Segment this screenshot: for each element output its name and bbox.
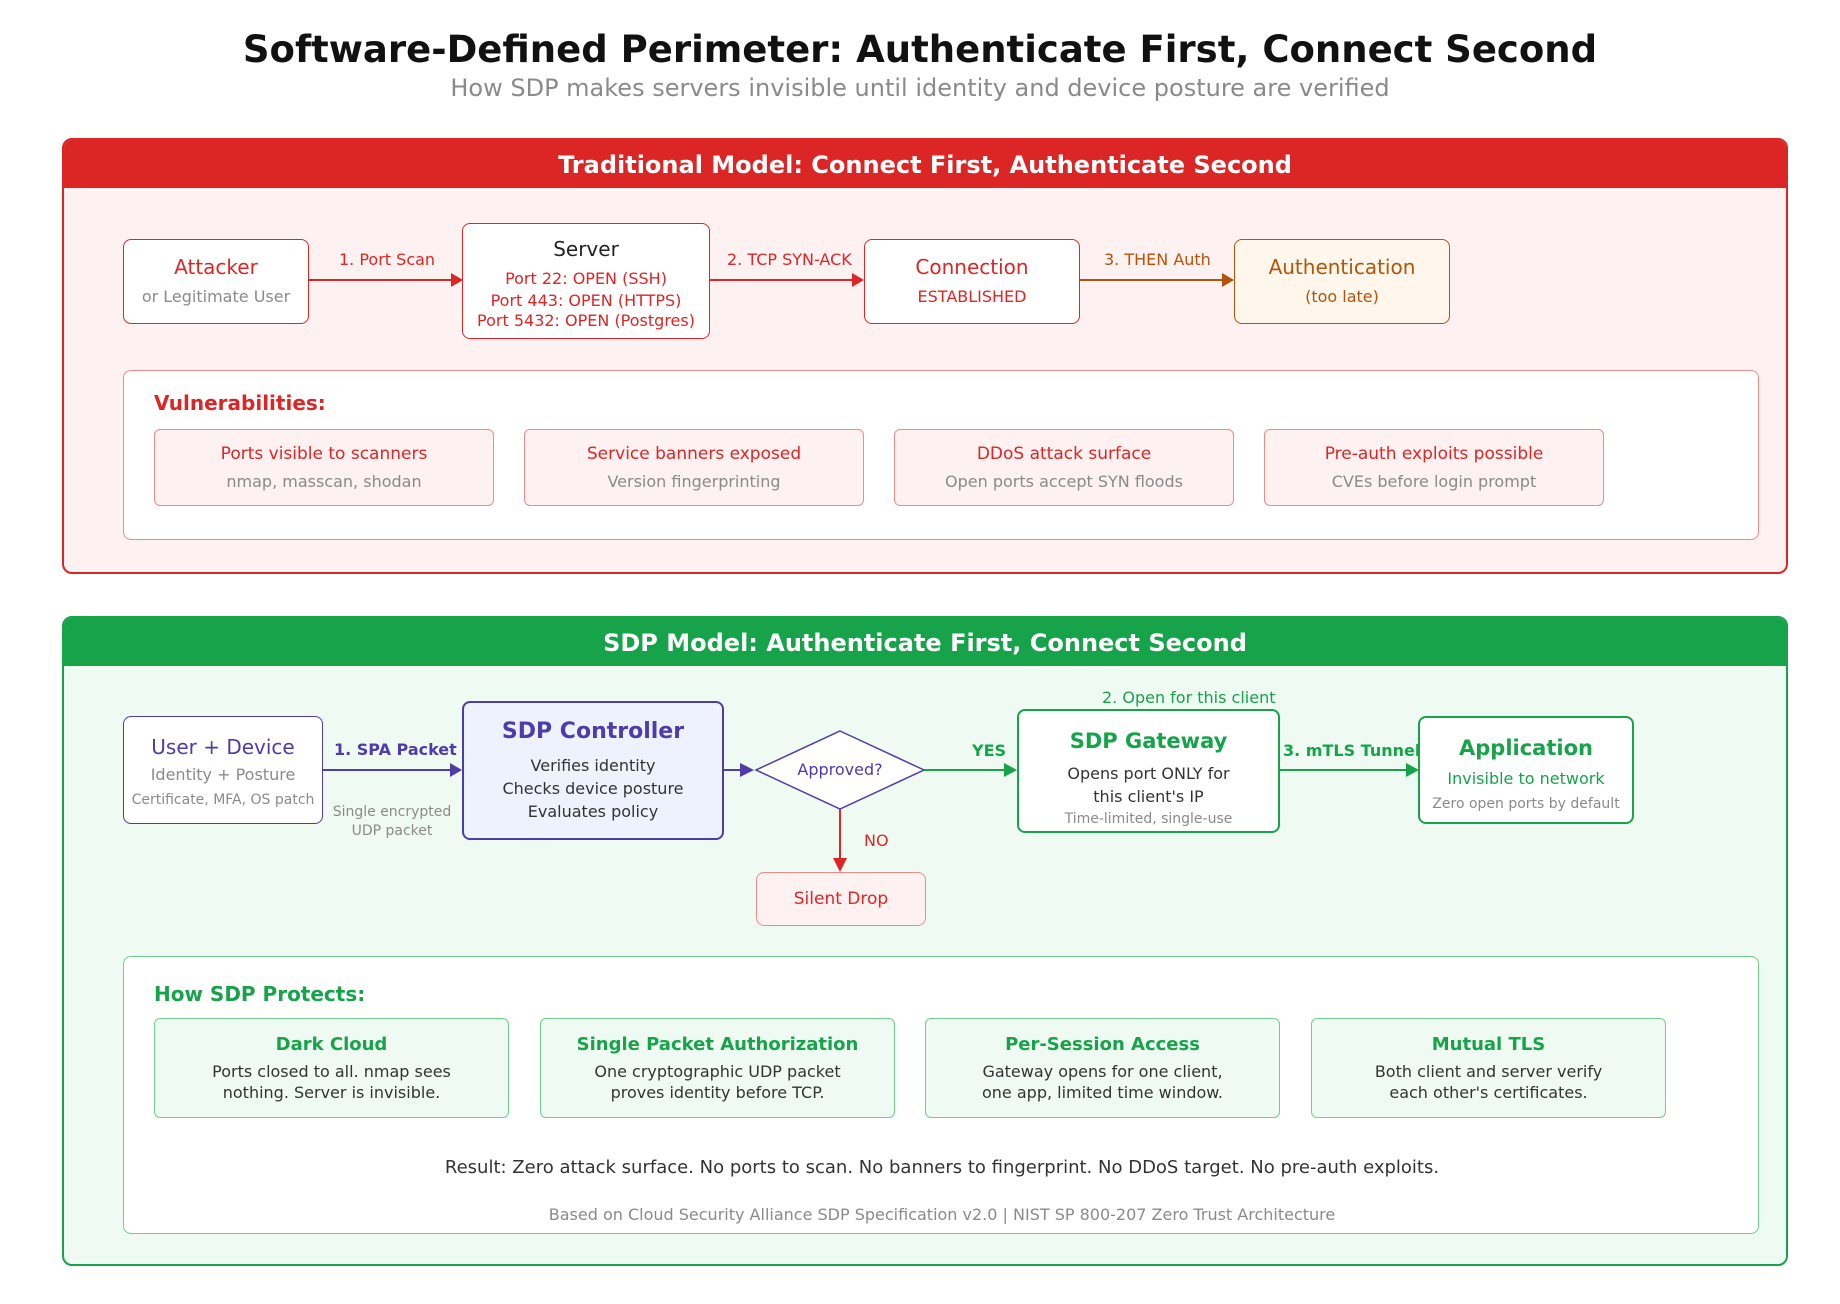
attacker-title: Attacker — [174, 255, 258, 279]
spa-packet-note: Single encrypted UDP packet — [322, 803, 462, 841]
result-statement: Result: Zero attack surface. No ports to… — [444, 1157, 1440, 1178]
connection-node: Connection ESTABLISHED — [864, 239, 1080, 324]
gateway-line: this client's IP — [1093, 787, 1204, 806]
server-port-postgres: Port 5432: OPEN (Postgres) — [477, 311, 695, 330]
user-device-node: User + Device Identity + Posture Certifi… — [123, 716, 323, 824]
arrowhead-no — [833, 858, 847, 872]
server-node: Server Port 22: OPEN (SSH) Port 443: OPE… — [462, 223, 710, 339]
vulnerability-card: Ports visible to scanners nmap, masscan,… — [154, 429, 494, 506]
controller-check-line: Verifies identity — [530, 756, 656, 775]
application-subtitle: Invisible to network — [1447, 769, 1605, 788]
application-node: Application Invisible to network Zero op… — [1418, 716, 1634, 824]
vulnerability-card: Service banners exposed Version fingerpr… — [524, 429, 864, 506]
user-device-detail: Certificate, MFA, OS patch — [131, 792, 315, 808]
protection-title: Mutual TLS — [1431, 1034, 1546, 1055]
protection-line: one app, limited time window. — [982, 1083, 1223, 1102]
vulnerability-card: DDoS attack surface Open ports accept SY… — [894, 429, 1234, 506]
attacker-subtitle: or Legitimate User — [141, 287, 291, 306]
server-title: Server — [553, 237, 619, 261]
edge-mtls-label: 3. mTLS Tunnel — [1283, 741, 1421, 760]
spa-note-line: UDP packet — [351, 823, 433, 839]
arrowhead-yes — [1004, 763, 1017, 777]
vulnerabilities-heading: Vulnerabilities: — [154, 391, 326, 415]
protection-card: Per-Session Access Gateway opens for one… — [925, 1018, 1280, 1118]
vulnerability-title: DDoS attack surface — [976, 444, 1152, 464]
controller-check-line: Checks device posture — [502, 779, 684, 798]
sdp-model-header: SDP Model: Authenticate First, Connect S… — [64, 618, 1786, 666]
decision-no-label: NO — [864, 831, 889, 850]
protection-line: nothing. Server is invisible. — [222, 1083, 441, 1102]
page-subtitle: How SDP makes servers invisible until id… — [450, 74, 1390, 102]
protection-line: Gateway opens for one client, — [982, 1062, 1223, 1081]
protection-card: Dark Cloud Ports closed to all. nmap see… — [154, 1018, 509, 1118]
protections-heading: How SDP Protects: — [154, 982, 366, 1006]
user-device-subtitle: Identity + Posture — [150, 765, 296, 784]
server-port-ssh: Port 22: OPEN (SSH) — [505, 269, 667, 288]
source-footnote: Based on Cloud Security Alliance SDP Spe… — [548, 1205, 1336, 1224]
arrowhead-port-scan — [451, 273, 463, 287]
arrowhead-syn-ack — [852, 273, 864, 287]
vulnerability-card: Pre-auth exploits possible CVEs before l… — [1264, 429, 1604, 506]
vulnerability-title: Service banners exposed — [586, 444, 802, 464]
vulnerability-title: Pre-auth exploits possible — [1324, 444, 1544, 464]
spa-note-line: Single encrypted — [332, 804, 452, 820]
protection-line: each other's certificates. — [1389, 1083, 1588, 1102]
protection-title: Single Packet Authorization — [576, 1034, 859, 1055]
application-detail: Zero open ports by default — [1432, 796, 1620, 812]
controller-check-line: Evaluates policy — [527, 802, 659, 821]
protection-line: proves identity before TCP. — [610, 1083, 825, 1102]
protection-line: Ports closed to all. nmap sees — [212, 1062, 451, 1081]
vulnerability-detail: nmap, masscan, shodan — [226, 472, 422, 491]
sdp-controller-node: SDP Controller Verifies identity Checks … — [462, 701, 724, 840]
decision-yes-label: YES — [972, 741, 1007, 760]
gateway-line: Opens port ONLY for — [1067, 764, 1230, 783]
edge-syn-ack-label: 2. TCP SYN-ACK — [727, 250, 852, 269]
arrowhead-mtls — [1406, 763, 1419, 777]
sdp-controller-title: SDP Controller — [501, 719, 685, 744]
vulnerability-detail: CVEs before login prompt — [1331, 472, 1537, 491]
vulnerability-detail: Version fingerprinting — [607, 472, 781, 491]
vulnerability-title: Ports visible to scanners — [220, 444, 428, 464]
server-port-https: Port 443: OPEN (HTTPS) — [490, 291, 682, 310]
application-title: Application — [1459, 736, 1593, 760]
vulnerability-detail: Open ports accept SYN floods — [945, 472, 1183, 491]
user-device-title: User + Device — [151, 735, 295, 759]
edge-port-scan-label: 1. Port Scan — [339, 250, 436, 269]
sdp-gateway-node: SDP Gateway Opens port ONLY for this cli… — [1017, 709, 1280, 833]
decision-label: Approved? — [797, 760, 883, 779]
attacker-node: Attacker or Legitimate User — [123, 239, 309, 324]
silent-drop-label: Silent Drop — [793, 889, 889, 909]
edge-then-auth-label: 3. THEN Auth — [1104, 250, 1211, 269]
authentication-node: Authentication (too late) — [1234, 239, 1450, 324]
edge-spa-packet-label: 1. SPA Packet — [334, 740, 457, 759]
arrowhead-spa-packet — [450, 763, 462, 777]
authentication-title: Authentication — [1268, 255, 1416, 279]
connection-title: Connection — [915, 255, 1029, 279]
protection-line: Both client and server verify — [1374, 1062, 1603, 1081]
page-title: Software-Defined Perimeter: Authenticate… — [242, 28, 1598, 71]
arrowhead-to-decision — [740, 763, 754, 777]
protection-card: Mutual TLS Both client and server verify… — [1311, 1018, 1666, 1118]
protection-card: Single Packet Authorization One cryptogr… — [540, 1018, 895, 1118]
protection-title: Dark Cloud — [275, 1034, 388, 1055]
authentication-note: (too late) — [1305, 287, 1379, 306]
sdp-gateway-title: SDP Gateway — [1069, 729, 1228, 753]
silent-drop-node: Silent Drop — [756, 872, 926, 926]
gateway-detail: Time-limited, single-use — [1064, 811, 1233, 827]
traditional-model-header: Traditional Model: Connect First, Authen… — [64, 140, 1786, 188]
connection-status: ESTABLISHED — [917, 287, 1027, 306]
protection-title: Per-Session Access — [1005, 1034, 1200, 1055]
edge-open-client-label: 2. Open for this client — [1102, 688, 1276, 707]
arrowhead-then-auth — [1222, 273, 1234, 287]
protection-line: One cryptographic UDP packet — [594, 1062, 841, 1081]
